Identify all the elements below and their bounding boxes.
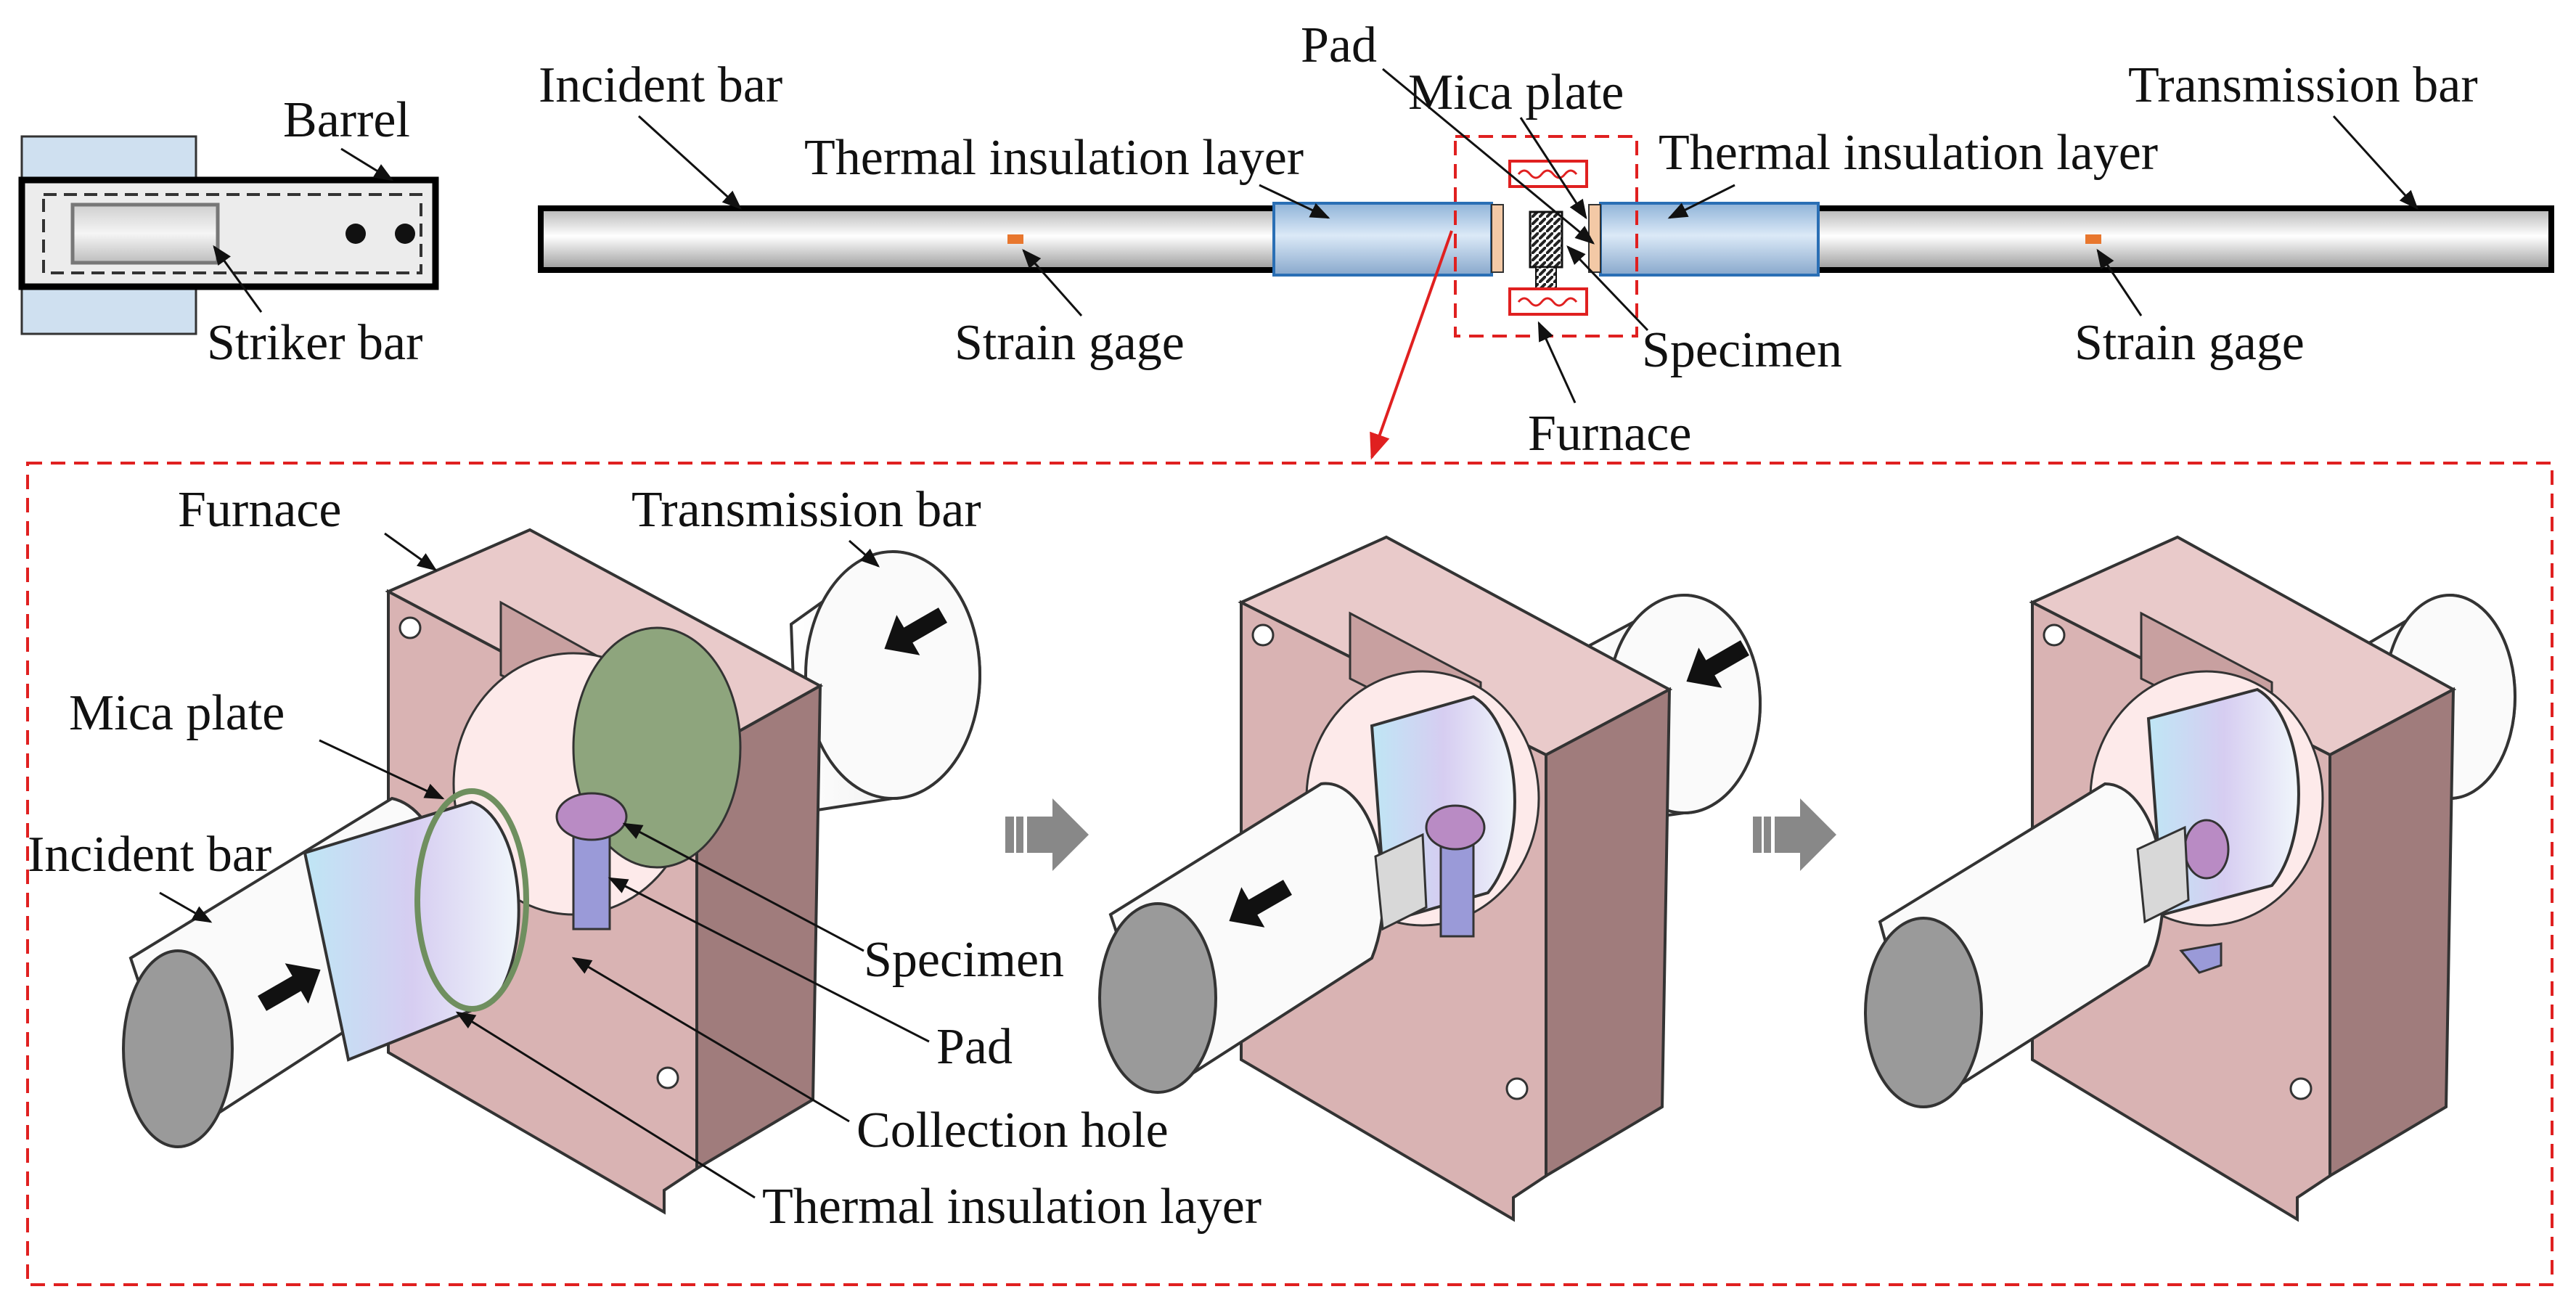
barrel-support-bottom (20, 285, 197, 335)
label-strain-gage-left: Strain gage (954, 315, 1185, 371)
leader-striker-bar (213, 245, 263, 313)
transmission-bar-end-1 (804, 550, 981, 800)
furnace-side-3 (2328, 687, 2456, 1179)
leader-mica-plate-bottom (319, 739, 445, 800)
leader-furnace-top (1537, 321, 1577, 404)
step-arrow-1 (1005, 798, 1089, 871)
specimen-pad (1535, 266, 1557, 290)
label-thermal-right: Thermal insulation layer (1659, 125, 2158, 181)
barrel-support-top (20, 135, 197, 181)
leader-thermal-right (1667, 184, 1735, 219)
pad-left (1491, 204, 1504, 273)
leader-thermal-left (1259, 184, 1330, 219)
specimen (1529, 210, 1563, 269)
specimen-3 (2183, 819, 2230, 880)
leader-collection-hole (571, 957, 850, 1123)
leader-barrel (340, 147, 394, 181)
leader-mica-plate (1519, 117, 1587, 220)
furnace-side-2 (1545, 687, 1672, 1179)
furnace-heater-bottom (1508, 287, 1588, 316)
zoom-arrow (1370, 230, 1453, 460)
label-pad-bottom: Pad (936, 1019, 1013, 1075)
incident-bar-end-1 (122, 949, 234, 1148)
detail-panel-border (26, 462, 2553, 1286)
label-thermal-left: Thermal insulation layer (804, 130, 1304, 186)
label-furnace-bottom: Furnace (178, 482, 341, 538)
label-specimen-bottom: Specimen (864, 932, 1064, 988)
barrel-bore (42, 193, 422, 274)
label-transmission-bar-bottom: Transmission bar (631, 482, 981, 538)
label-collection-hole: Collection hole (856, 1103, 1169, 1158)
striker-bar (70, 203, 220, 265)
thermal-insulation-left (1272, 202, 1493, 277)
thermal-shell-3 (2136, 825, 2190, 924)
label-incident-bar-bottom: Incident bar (28, 827, 271, 883)
bar-system (538, 135, 2554, 338)
specimen-2 (1425, 804, 1486, 851)
mica-plate-front-1 (414, 788, 529, 1012)
leader-transmission-bar (2332, 115, 2418, 210)
strain-gage-left (1007, 234, 1023, 244)
leader-thermal-layer-bottom (455, 1011, 756, 1199)
label-mica-plate: Mica plate (1408, 65, 1624, 120)
label-strain-gage-right: Strain gage (2074, 315, 2305, 371)
furnace-bolt-1a (398, 616, 422, 639)
leader-strain-gage-right (2096, 248, 2143, 316)
leader-incident-bar-bottom (159, 891, 213, 923)
label-incident-bar: Incident bar (539, 57, 782, 113)
leader-specimen (1566, 245, 1649, 332)
barrel-hole-2 (395, 224, 415, 244)
specimen-1 (555, 792, 628, 841)
incident-bar-end-2 (1098, 902, 1217, 1094)
pad-collected-3 (2179, 942, 2223, 974)
label-striker-bar: Striker bar (207, 315, 422, 371)
furnace-bolt-3a (2043, 623, 2066, 647)
label-barrel: Barrel (283, 92, 410, 148)
leader-specimen-bottom (622, 822, 864, 952)
furnace-bolt-3b (2289, 1077, 2313, 1100)
leader-pad-bottom (608, 877, 930, 1043)
pad-right (1588, 204, 1601, 273)
furnace-bolt-2a (1251, 623, 1275, 647)
label-mica-plate-bottom: Mica plate (69, 685, 285, 741)
leader-strain-gage-left (1022, 248, 1083, 316)
leader-furnace-bottom (384, 532, 438, 571)
thermal-shell-2 (1374, 833, 1428, 931)
label-specimen: Specimen (1642, 322, 1842, 378)
leader-incident-bar (637, 115, 742, 210)
label-thermal-layer-bottom: Thermal insulation layer (762, 1179, 1262, 1235)
furnace-assembly-1 (122, 528, 981, 1215)
incident-bar-end-3 (1864, 917, 1983, 1108)
leader-transmission-bar-bottom (849, 539, 880, 568)
barrel-hole-1 (345, 224, 366, 244)
step-arrow-2 (1753, 798, 1836, 871)
leader-pad (1382, 68, 1595, 245)
furnace-bolt-2b (1505, 1077, 1529, 1100)
thermal-insulation-right (1599, 202, 1820, 277)
label-furnace-top: Furnace (1528, 406, 1691, 462)
furnace-assembly-3 (1864, 535, 2516, 1222)
furnace-assembly-2 (1098, 535, 1762, 1222)
label-transmission-bar: Transmission bar (2128, 57, 2478, 113)
strain-gage-right (2085, 234, 2101, 244)
furnace-bolt-1b (656, 1066, 679, 1089)
barrel-assembly (18, 135, 439, 335)
label-pad: Pad (1301, 17, 1377, 73)
